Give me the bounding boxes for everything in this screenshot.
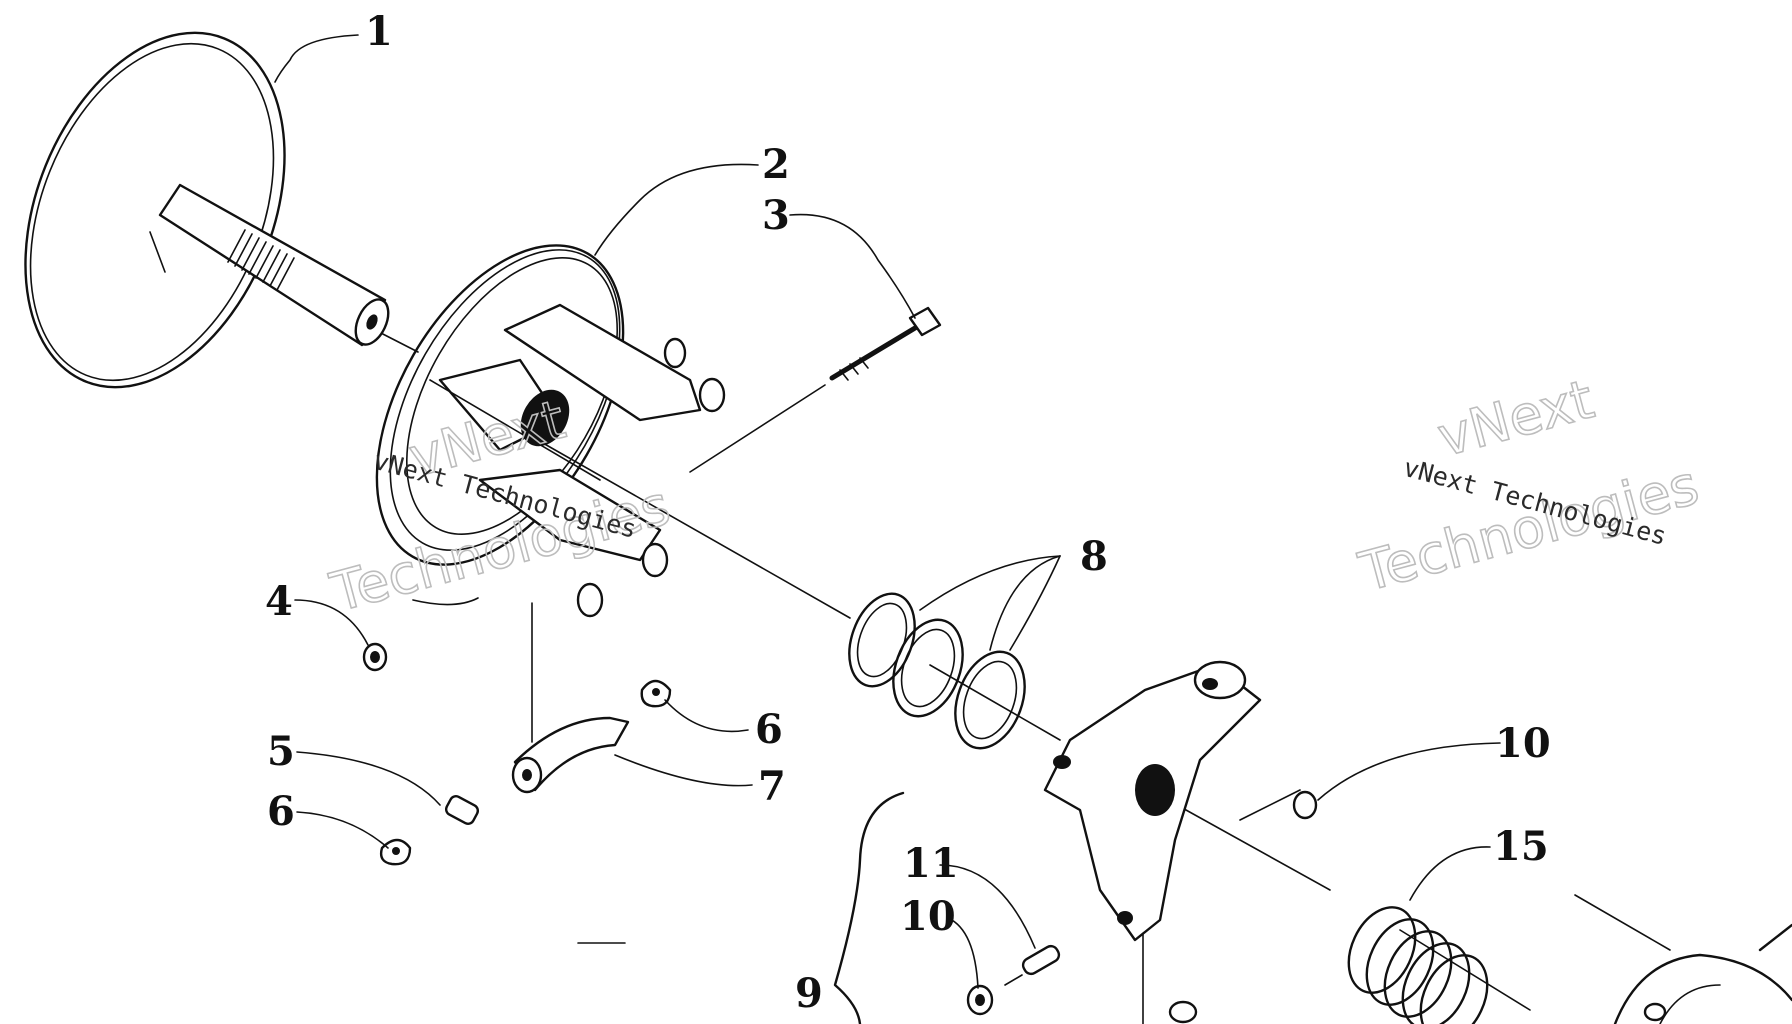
- callout-3: 3: [762, 192, 790, 239]
- callout-2: 2: [762, 141, 790, 188]
- part-8-shim-rings: [848, 592, 1026, 750]
- callout-1: 1: [365, 8, 393, 55]
- part-4-nut: [362, 642, 388, 672]
- callout-10-upper: 10: [1495, 720, 1551, 767]
- part-7-cam-arm: [511, 716, 630, 794]
- callout-5: 5: [267, 728, 295, 775]
- callout-9: 9: [795, 970, 823, 1017]
- callout-8: 8: [1080, 533, 1108, 580]
- part-9-spider-assembly: [1043, 660, 1262, 1024]
- callout-15: 15: [1493, 823, 1549, 870]
- callout-7: 7: [758, 763, 786, 810]
- watermark-right: vNext Technologies: [1352, 367, 1706, 605]
- part-5-roller: [444, 795, 480, 825]
- callout-6-lower: 6: [267, 788, 295, 835]
- callout-labels: 1 2 3 4 5 6 6 7 8 9 10 10 11 15: [265, 8, 1551, 1017]
- shaft-thread: [227, 229, 295, 291]
- part-2-moveable-sheave: [375, 244, 726, 618]
- part-15-spring: [1347, 906, 1489, 1024]
- part-11-pin: [1004, 944, 1061, 986]
- partial-cover: [1613, 923, 1792, 1024]
- part-9-brace: [833, 791, 905, 1024]
- callout-11: 11: [903, 840, 959, 887]
- part-10-button-upper: [1292, 790, 1318, 820]
- leader-lines: [274, 34, 1501, 989]
- part-10-button-lower: [966, 984, 994, 1016]
- part-6-washer-lower: [379, 838, 412, 866]
- part-6-washer-upper: [640, 679, 672, 708]
- watermark-brand: vNext: [1431, 367, 1600, 469]
- part-1-fixed-sheave: [24, 31, 390, 389]
- callout-6-upper: 6: [755, 706, 783, 753]
- callout-4: 4: [265, 578, 293, 625]
- part-3-bolt: [829, 306, 942, 381]
- callout-10-lower: 10: [900, 893, 956, 940]
